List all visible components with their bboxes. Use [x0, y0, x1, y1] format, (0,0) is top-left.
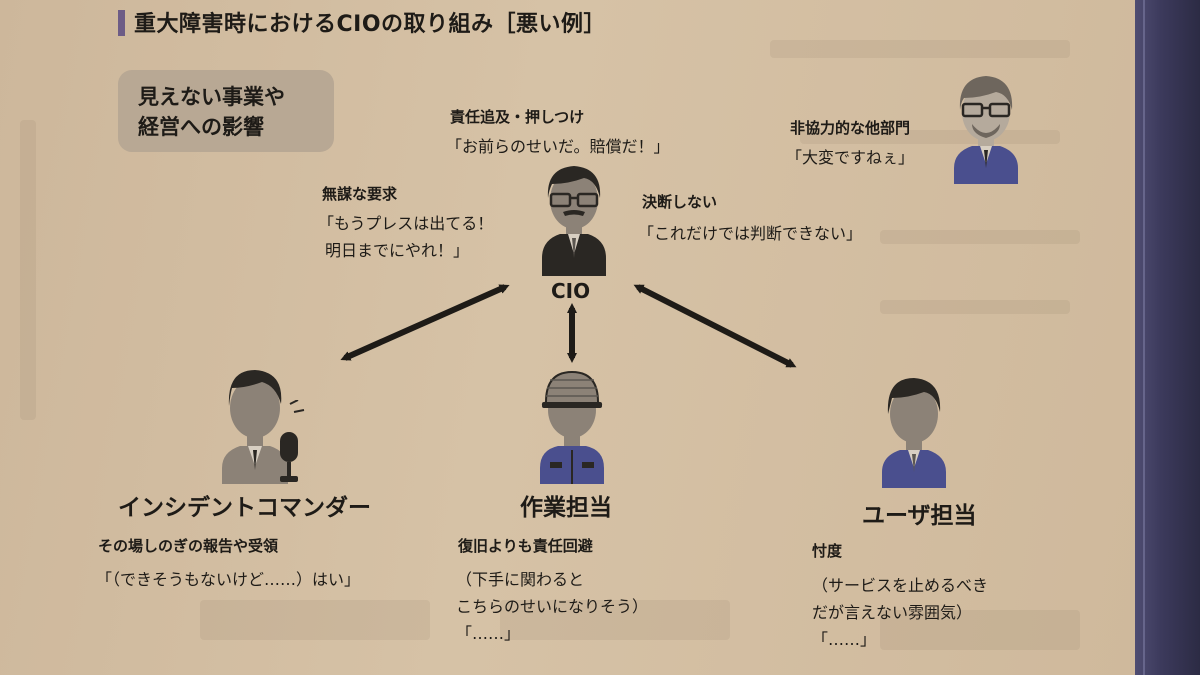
title-accent-bar: [118, 10, 125, 36]
operations-heading: 復旧よりも責任回避: [458, 537, 593, 555]
blame-quote: 「お前らのせいだ。賠償だ！」: [446, 137, 670, 156]
user-rep-role: ユーザ担当: [862, 503, 977, 529]
operations-line-1: （下手に関わると: [456, 570, 585, 589]
other-dept-quote: 「大変ですねぇ」: [786, 148, 915, 167]
book-edge-background: [1135, 0, 1200, 675]
cio-label: CIO: [551, 279, 591, 303]
impact-line-1: 見えない事業や: [138, 85, 285, 109]
commander-quote: 「（できそうもないけど……）はい」: [96, 570, 361, 589]
user-rep-line-3: 「……」: [812, 630, 877, 649]
bidirectional-arrow-icon: [633, 284, 797, 368]
indecisive-heading: 決断しない: [642, 193, 718, 211]
operations-line-2: こちらのせいになりそう）: [456, 597, 649, 616]
bidirectional-arrow-icon: [340, 284, 510, 361]
impact-box: 見えない事業や 経営への影響: [118, 70, 334, 152]
impact-line-2: 経営への影響: [138, 115, 264, 139]
microphone-icon: [280, 400, 305, 482]
other-dept-heading: 非協力的な他部門: [790, 119, 911, 137]
unreasonable-quote-2: 明日までにやれ！」: [325, 241, 470, 260]
commander-heading: その場しのぎの報告や受領: [98, 537, 279, 555]
user-rep-person-icon: [882, 378, 946, 488]
operations-role: 作業担当: [520, 495, 612, 521]
operations-person-icon: [540, 370, 604, 484]
arrows-layer: [340, 284, 797, 368]
user-rep-line-2: だが言えない雰囲気）: [812, 603, 973, 622]
commander-person-icon: [222, 370, 288, 484]
user-rep-heading: 忖度: [812, 542, 843, 560]
cio-person-icon: [542, 166, 606, 276]
book-page: 重大障害時におけるCIOの取り組み［悪い例］ 見えない事業や 経営への影響: [0, 0, 1135, 675]
unreasonable-heading: 無謀な要求: [322, 185, 398, 203]
commander-role: インシデントコマンダー: [118, 495, 371, 521]
unreasonable-quote-1: 「もうプレスは出てる！: [318, 214, 494, 233]
blame-heading: 責任追及・押しつけ: [450, 108, 585, 126]
user-rep-line-1: （サービスを止めるべき: [812, 576, 989, 595]
other-dept-person-icon: [954, 76, 1018, 184]
operations-line-3: 「……」: [456, 624, 521, 643]
diagram-title: 重大障害時におけるCIOの取り組み［悪い例］: [134, 12, 607, 37]
indecisive-quote: 「これだけでは判断できない」: [638, 224, 863, 243]
